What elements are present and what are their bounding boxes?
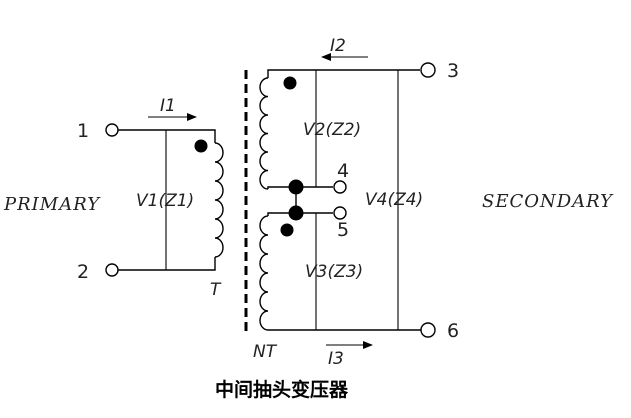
- primary-side-label: PRIMARY: [3, 194, 101, 215]
- terminal-2: [105, 263, 119, 277]
- terminal-4-label: 4: [337, 160, 349, 182]
- secondary-side-label: SECONDARY: [482, 191, 614, 212]
- terminal-5-label: 5: [337, 219, 349, 241]
- voltage-v4-label: V4(Z4): [365, 190, 423, 210]
- primary-coil: [214, 142, 224, 258]
- diagram-caption: 中间抽头变压器: [215, 378, 349, 401]
- current-i1-label: I1: [160, 96, 176, 116]
- voltage-v2-label: V2(Z2): [303, 120, 361, 140]
- secondary-wiring: [267, 69, 421, 331]
- secondary-upper-coil: [259, 77, 269, 190]
- primary-wiring: [118, 129, 216, 271]
- lower-polarity-dot: [280, 223, 294, 237]
- terminal-6-label: 6: [447, 320, 459, 342]
- terminal-2-label: 2: [77, 261, 89, 283]
- terminal-1: [105, 123, 119, 137]
- voltage-v3-label: V3(Z3): [305, 262, 363, 282]
- terminal-5: [333, 206, 347, 220]
- upper-polarity-dot: [283, 76, 297, 90]
- secondary-lower-coil: [259, 215, 269, 331]
- component-nt-label: NT: [253, 342, 278, 362]
- terminal-6: [420, 322, 436, 338]
- terminal-1-label: 1: [77, 120, 89, 142]
- terminal-3-label: 3: [447, 60, 459, 82]
- primary-polarity-dot: [194, 139, 208, 153]
- tap-junction-upper: [288, 179, 304, 195]
- terminal-4: [333, 180, 347, 194]
- voltage-v1-label: V1(Z1): [136, 191, 194, 211]
- current-i2-label: I2: [330, 36, 346, 56]
- component-t-label: T: [210, 280, 222, 300]
- terminal-3: [420, 62, 436, 78]
- current-i3-label: I3: [328, 349, 344, 369]
- tap-junction-lower: [288, 205, 304, 221]
